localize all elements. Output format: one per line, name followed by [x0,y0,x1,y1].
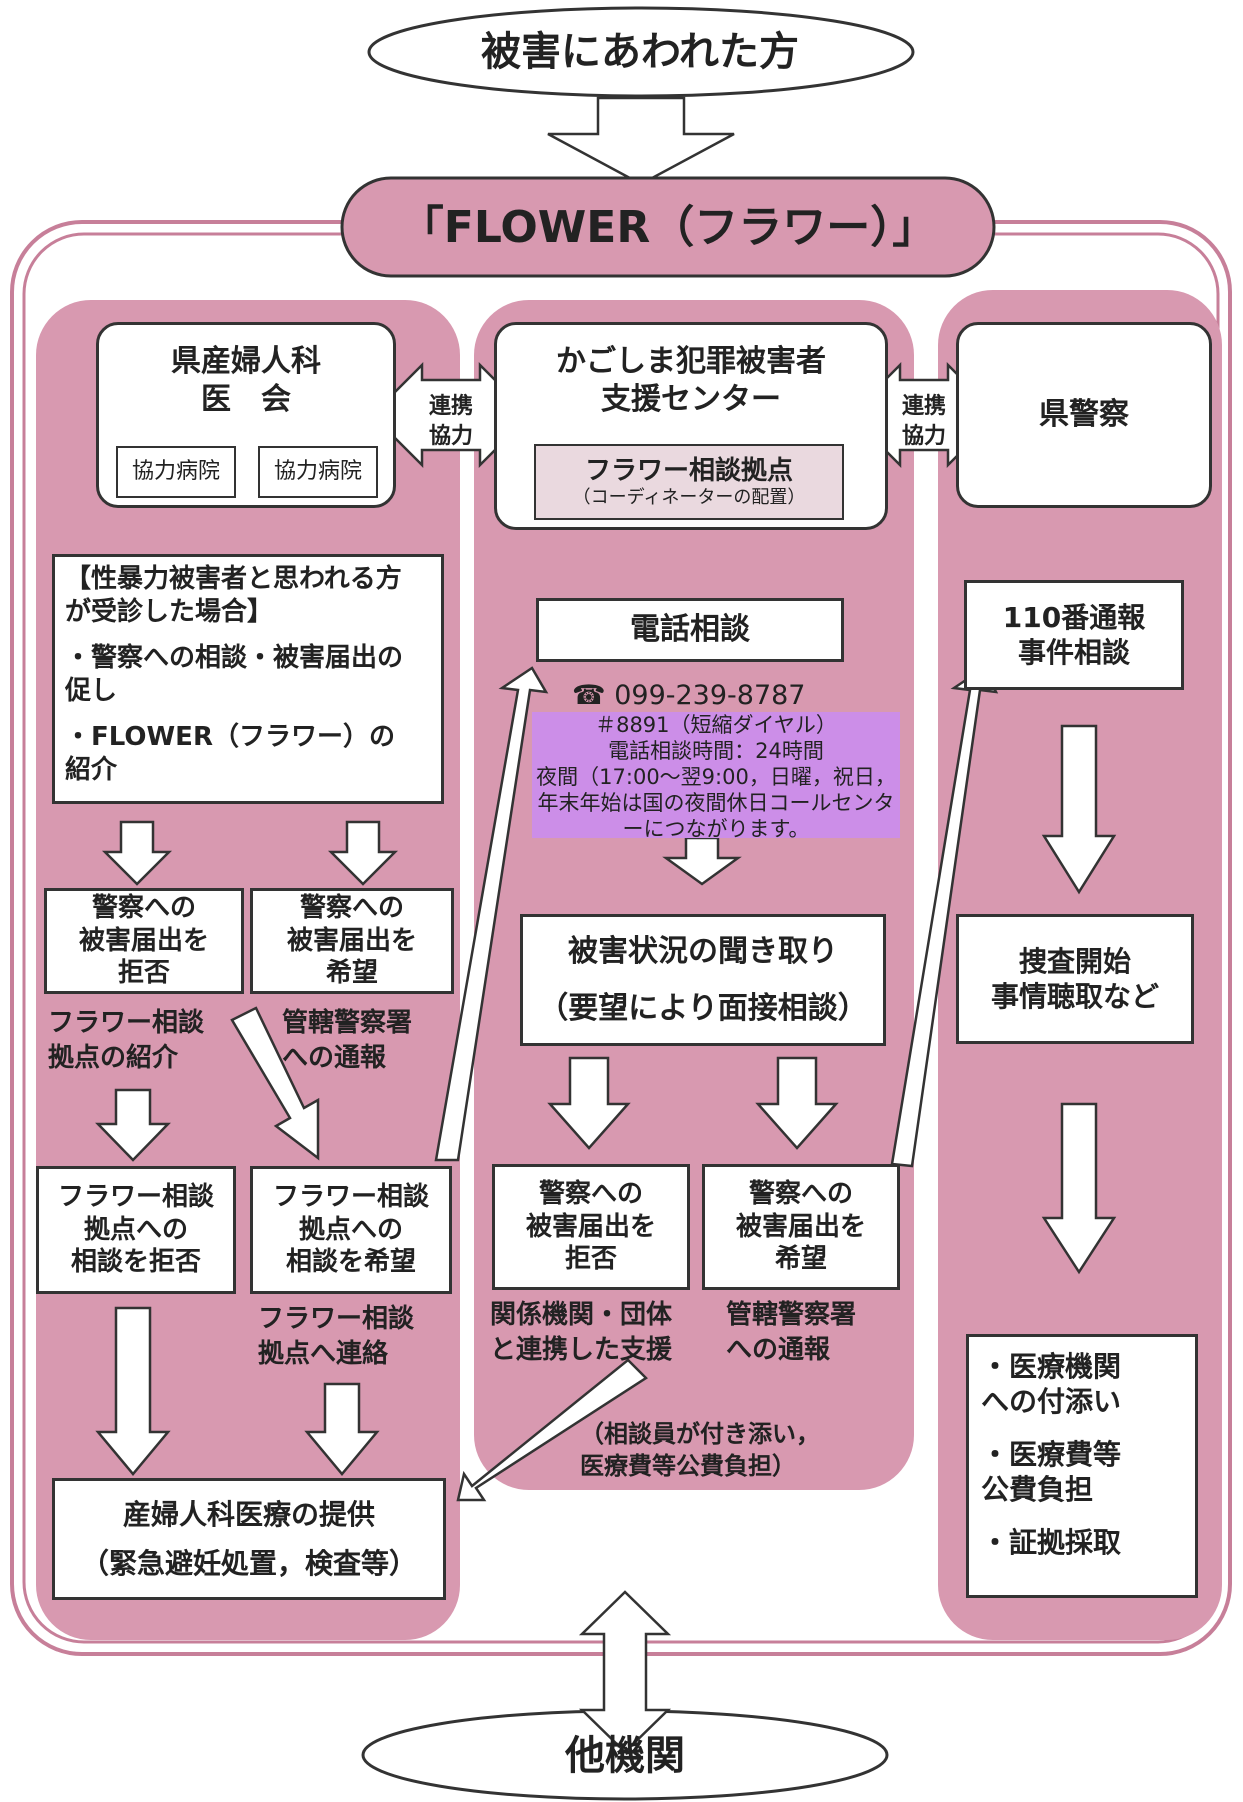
arrow-investigation-to-items [1041,1102,1117,1275]
arrow-hearing-to-want [755,1056,839,1150]
arrow-support-to-care [456,1358,648,1502]
investigation-box: 捜査開始 事情聴取など [956,914,1194,1044]
arrow-contact-to-care [304,1382,380,1476]
case-box: 【性暴力被害者と思われる方 が受診した場合】 ・警察への相談・被害届出の 促し … [52,554,444,804]
accompany-note: （相談員が付き添い， 医療費等公費負担） [580,1420,820,1481]
phone-hours: 電話相談時間：24時間 [608,739,824,763]
center-refuse-report-box: 警察への 被害届出を 拒否 [492,1164,690,1290]
link-label-left: 連携 協力 [428,394,473,449]
center-notify-police-label: 管轄警察署 への通報 [726,1300,857,1366]
center-want-report-box: 警察への 被害届出を 希望 [702,1164,900,1290]
hospital-box-2: 協力病院 [258,446,378,498]
arrow-case-to-want [327,820,399,886]
arrow-phone-to-hearing [662,836,742,886]
police-item-1: ・医療機関 への付添い [981,1350,1122,1418]
coop-support-label: 関係機関・団体 と連携した支援 [490,1300,673,1366]
report-110-box: 110番通報 事件相談 [964,580,1184,690]
arrow-diag-to-want-consult [230,1006,320,1161]
care-provision-box: 産婦人科医療の提供 （緊急避妊処置，検査等） [52,1478,446,1600]
case-item-1: ・警察への相談・被害届出の 促し [65,643,404,706]
phone-short-dial: ＃8891（短縮ダイヤル） [595,713,837,737]
police-support-box: ・医療機関 への付添い ・医療費等 公費負担 ・証拠採取 [966,1334,1198,1598]
hearing-line1: 被害状況の聞き取り [568,933,838,969]
flower-hub-title: フラワー相談拠点 [584,455,793,486]
care-provision-line1: 産婦人科医療の提供 [122,1498,375,1531]
intro-flower-label: フラワー相談 拠点の紹介 [48,1008,205,1074]
arrow-want-consult-to-phone [434,666,549,1162]
flower-title: 「FLOWER（フラワー）」 [399,202,937,253]
left-want-report-box: 警察への 被害届出を 希望 [250,888,454,994]
phone-hours-note: ＃8891（短縮ダイヤル） 電話相談時間：24時間 夜間（17:00～翌9:00… [532,712,900,841]
phone-night-note: 夜間（17:00～翌9:00，日曜，祝日，年末年始は国の夜間休日コールセンターに… [536,765,896,841]
care-provision-line2: （緊急避妊処置，検査等） [80,1547,417,1580]
support-center-label: かごしま犯罪被害者 支援センター [556,344,826,417]
victim-down-arrow [547,96,735,186]
hearing-line2: （要望により面接相談） [538,991,868,1026]
police-box: 県警察 [956,322,1212,508]
arrow-hearing-to-refuse [547,1056,631,1150]
left-notify-police-label: 管轄警察署 への通報 [282,1008,413,1074]
flower-hub-sub: （コーディネーターの配置） [572,487,806,508]
link-label-right: 連携 協力 [901,394,946,449]
victim-label: 被害にあわれた方 [481,29,799,75]
left-refuse-report-box: 警察への 被害届出を 拒否 [44,888,244,994]
victim-ellipse [367,6,915,98]
hearing-box: 被害状況の聞き取り （要望により面接相談） [520,914,886,1046]
hospital-box-1: 協力病院 [116,446,236,498]
ob-association-line2: 医 会 [201,381,291,417]
arrow-refuse-to-care [95,1306,171,1476]
police-item-3: ・証拠採取 [981,1526,1122,1559]
ob-association-line1: 県産婦人科 [171,344,321,379]
arrow-110-to-investigation [1041,724,1117,895]
flower-hub-box: フラワー相談拠点 （コーディネーターの配置） [534,444,844,520]
phone-consult-box: 電話相談 [536,598,844,662]
refuse-consult-box: フラワー相談 拠点への 相談を拒否 [36,1166,236,1294]
police-item-2: ・医療費等 公費負担 [981,1438,1122,1506]
arrow-case-to-refuse [101,820,173,886]
contact-flower-label: フラワー相談 拠点へ連絡 [258,1304,415,1370]
want-consult-box: フラワー相談 拠点への 相談を希望 [250,1166,452,1294]
flower-banner [340,176,996,278]
arrow-to-refuse-consult [95,1088,171,1162]
case-item-2: ・FLOWER（フラワー）の 紹介 [65,722,395,785]
case-heading: 【性暴力被害者と思われる方 が受診した場合】 [65,564,402,627]
bottom-double-arrow [578,1590,672,1754]
phone-number: ☎ 099-239-8787 [572,680,806,711]
other-orgs-label: 他機関 [565,1733,685,1779]
